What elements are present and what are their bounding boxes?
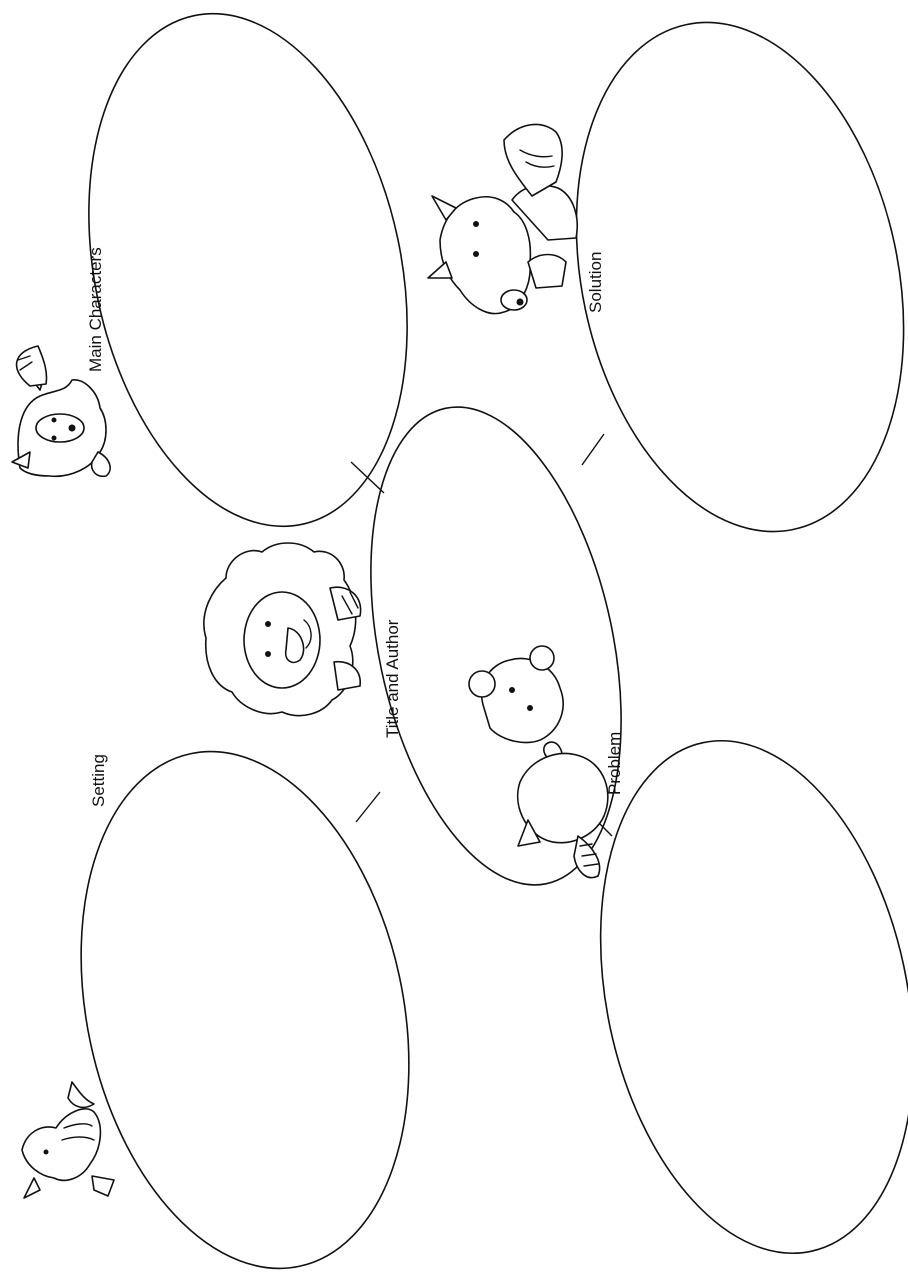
bird-icon xyxy=(21,1081,115,1199)
connector-solution xyxy=(581,433,605,466)
label-main-characters: Main Characters xyxy=(86,247,105,372)
oval-solution xyxy=(575,21,905,533)
bear-cub-icon xyxy=(468,645,609,879)
oval-problem xyxy=(599,739,908,1255)
oval-main-characters xyxy=(88,12,408,528)
label-title-author: Title and Author xyxy=(383,619,402,738)
oval-setting xyxy=(80,750,410,1270)
label-problem: Problem xyxy=(605,732,624,795)
oval-title-author xyxy=(370,406,622,886)
raccoon-icon xyxy=(11,345,111,478)
label-solution: Solution xyxy=(586,252,605,313)
connector-setting xyxy=(355,791,381,823)
lion-icon xyxy=(203,542,362,717)
label-setting: Setting xyxy=(89,754,108,807)
fox-icon xyxy=(427,123,578,315)
